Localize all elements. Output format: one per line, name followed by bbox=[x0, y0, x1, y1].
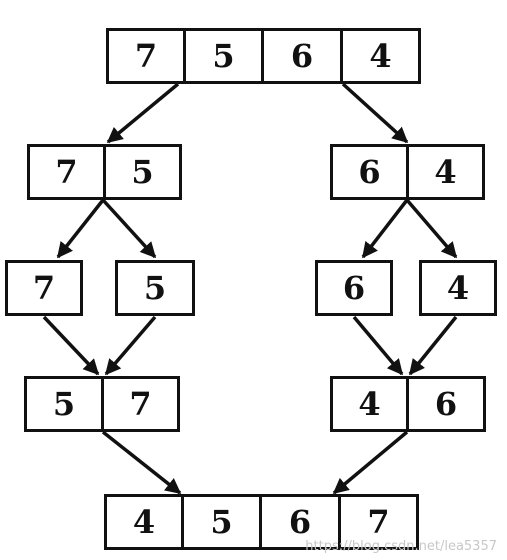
array-cell: 7 bbox=[106, 28, 186, 84]
leaf-right-4: 4 bbox=[419, 260, 497, 316]
array-cell: 5 bbox=[181, 494, 262, 550]
leaf-right-6: 6 bbox=[315, 260, 393, 316]
array-cell: 6 bbox=[330, 144, 409, 200]
array-cell: 5 bbox=[183, 28, 264, 84]
array-cell: 4 bbox=[406, 144, 485, 200]
array-cell: 7 bbox=[27, 144, 106, 200]
array-cell: 4 bbox=[340, 28, 421, 84]
array-split-right: 6 4 bbox=[330, 144, 485, 200]
array-top: 7 5 6 4 bbox=[106, 28, 421, 84]
array-cell: 5 bbox=[24, 376, 104, 432]
array-split-left: 7 5 bbox=[27, 144, 182, 200]
array-cell: 4 bbox=[330, 376, 409, 432]
array-cell: 6 bbox=[406, 376, 486, 432]
arrow-left-to-result bbox=[101, 430, 182, 495]
arrow-left-split-5 bbox=[101, 198, 157, 259]
array-cell: 4 bbox=[419, 260, 497, 316]
array-cell: 7 bbox=[101, 376, 180, 432]
arrow-right-to-result bbox=[332, 430, 409, 495]
arrow-right-split-6 bbox=[361, 198, 409, 259]
arrow-left-split-7 bbox=[56, 198, 105, 259]
array-cell: 4 bbox=[104, 494, 184, 550]
leaf-left-7: 7 bbox=[5, 260, 83, 316]
arrow-merge-left-7 bbox=[42, 315, 100, 376]
array-cell: 6 bbox=[261, 28, 343, 84]
arrow-right-split-4 bbox=[405, 198, 458, 259]
arrow-merge-left-5 bbox=[104, 315, 157, 376]
array-cell: 6 bbox=[315, 260, 393, 316]
array-cell: 5 bbox=[103, 144, 182, 200]
arrow-merge-right-6 bbox=[352, 315, 404, 376]
array-cell: 6 bbox=[259, 494, 341, 550]
array-merge-left: 5 7 bbox=[24, 376, 180, 432]
arrow-merge-right-4 bbox=[408, 315, 458, 376]
leaf-left-5: 5 bbox=[115, 260, 195, 316]
array-cell: 5 bbox=[115, 260, 195, 316]
watermark-text: https://blog.csdn.net/lea5357 bbox=[305, 539, 497, 554]
array-merge-right: 4 6 bbox=[330, 376, 486, 432]
array-cell: 7 bbox=[338, 494, 419, 550]
arrow-top-to-right bbox=[341, 82, 409, 144]
array-cell: 7 bbox=[5, 260, 83, 316]
arrow-top-to-left bbox=[106, 82, 180, 144]
array-result: 4 5 6 7 bbox=[104, 494, 419, 550]
